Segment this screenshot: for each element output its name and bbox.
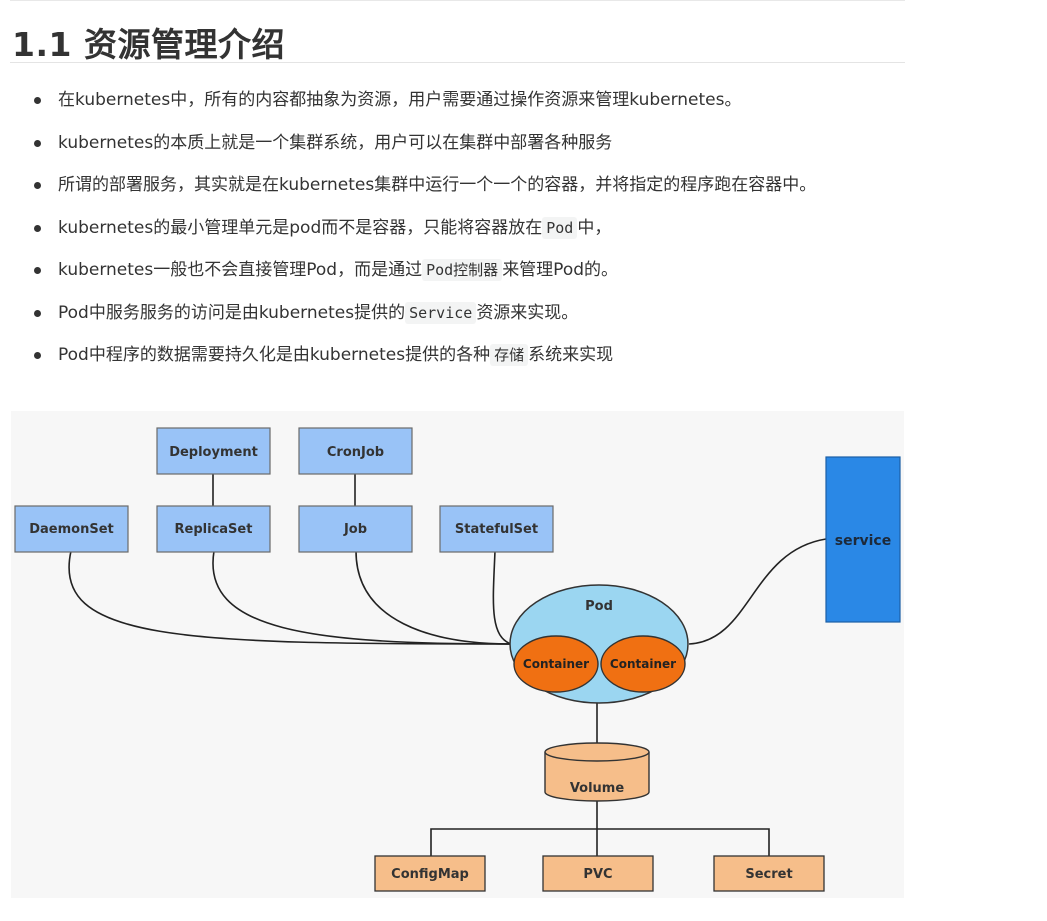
bullet-text: 在kubernetes中，所有的内容都抽象为资源，用户需要通过操作资源来管理ku… [58, 90, 742, 110]
daemonset-box [14, 505, 129, 553]
pvc-box [542, 855, 654, 892]
daemonset-label: DaemonSet [29, 522, 114, 537]
inline-code: Pod控制器 [422, 259, 503, 281]
replicaset-pod-link [212, 550, 512, 645]
statefulset-box [439, 505, 554, 553]
cronjob-label: CronJob [327, 445, 384, 460]
section-heading: 1.1 资源管理介绍 [12, 25, 285, 64]
bullet-text: 资源来实现。 [476, 302, 579, 323]
bullet-text: 系统来实现 [528, 345, 614, 365]
k8s-resource-diagram: Deployment CronJob DaemonSet ReplicaSet … [11, 411, 904, 898]
top-divider [10, 0, 905, 1]
pod-label: Pod [585, 599, 613, 614]
bullet-text: kubernetes的最小管理单元是pod而不是容器，只能将容器放在 [58, 217, 543, 238]
pvc-label: PVC [583, 867, 612, 882]
daemonset-pod-link [68, 550, 512, 645]
diagram-canvas: Deployment CronJob DaemonSet ReplicaSet … [11, 411, 904, 898]
bullet-text: Pod中程序的数据需要持久化是由kubernetes提供的各种 [58, 345, 491, 365]
statefulset-label: StatefulSet [455, 522, 538, 537]
inline-code: Pod [542, 216, 578, 239]
replicaset-label: ReplicaSet [175, 522, 253, 537]
secret-label: Secret [745, 867, 792, 882]
pod-service-link [688, 538, 827, 645]
volume-label: Volume [570, 781, 625, 796]
bullet-item: 在kubernetes中，所有的内容都抽象为资源，用户需要通过操作资源来管理ku… [34, 79, 914, 122]
bullet-item: Pod中程序的数据需要持久化是由kubernetes提供的各种存储系统来实现 [34, 334, 914, 377]
bullet-list: 在kubernetes中，所有的内容都抽象为资源，用户需要通过操作资源来管理ku… [34, 79, 914, 377]
bullet-text: 来管理Pod的。 [502, 260, 619, 280]
heading-underline [10, 62, 905, 63]
bullet-text: kubernetes的本质上就是一个集群系统，用户可以在集群中部署各种服务 [58, 132, 613, 153]
volume-storage-branch [430, 828, 770, 856]
controller-boxes: Deployment CronJob DaemonSet ReplicaSet … [14, 427, 554, 553]
container-label-left: Container [523, 657, 589, 671]
bullet-text: 中， [577, 217, 612, 238]
volume-cylinder: Volume [544, 742, 650, 802]
bullet-text: kubernetes一般也不会直接管理Pod，而是通过 [58, 260, 423, 280]
container-ellipse-left [513, 635, 599, 693]
configmap-box [374, 855, 486, 892]
inline-code: 存储 [490, 344, 529, 366]
cronjob-box [298, 427, 413, 475]
deployment-box [156, 427, 271, 475]
bullet-item: kubernetes的本质上就是一个集群系统，用户可以在集群中部署各种服务 [34, 122, 914, 165]
service-label: service [835, 533, 891, 549]
container-label-right: Container [610, 657, 676, 671]
bullet-item: 所谓的部署服务，其实就是在kubernetes集群中运行一个一个的容器，并将指定… [34, 164, 914, 207]
configmap-label: ConfigMap [391, 867, 469, 882]
statefulset-pod-link [492, 550, 512, 645]
volume-body [544, 752, 650, 802]
inline-code: Service [405, 301, 477, 324]
storage-boxes: ConfigMap PVC Secret [374, 855, 825, 892]
job-pod-link [355, 550, 512, 645]
bullet-text: Pod中服务服务的访问是由kubernetes提供的 [58, 302, 406, 323]
deployment-label: Deployment [169, 445, 258, 460]
service-box [825, 456, 901, 623]
volume-top [544, 742, 650, 762]
bullet-text: 所谓的部署服务，其实就是在kubernetes集群中运行一个一个的容器，并将指定… [58, 175, 817, 195]
job-box [298, 505, 413, 553]
replicaset-box [156, 505, 271, 553]
secret-box [713, 855, 825, 892]
connector-lines [68, 473, 827, 856]
diagram-background [11, 411, 904, 898]
container-ellipse-right [600, 635, 686, 693]
job-label: Job [343, 522, 367, 537]
